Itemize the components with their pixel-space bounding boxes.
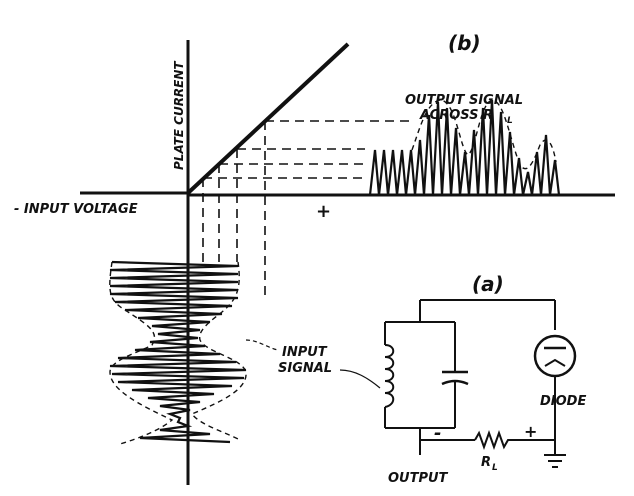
output-signal-envelope [411, 99, 557, 170]
plus-terminal-label: + [524, 422, 537, 441]
rl-label-sub: L [492, 463, 498, 473]
detector-circuit: (a) DIODE - + R L [339, 272, 586, 486]
input-signal-label-line1: INPUT [282, 345, 328, 360]
diode-label: DIODE [540, 394, 586, 409]
plus-axis-label: + [316, 201, 331, 222]
projection-lines [202, 120, 412, 300]
input-signal-waveform [109, 260, 247, 444]
input-signal: INPUT SIGNAL [109, 260, 332, 445]
load-resistor [474, 430, 555, 450]
output-signal-label-sub: L [507, 116, 513, 126]
output-signal-label-line2: ACROSS R [419, 108, 493, 123]
minus-terminal-label: - [434, 423, 441, 444]
output-signal: OUTPUT SIGNAL ACROSS R L [368, 93, 561, 196]
tank-coil [384, 344, 395, 408]
output-label: OUTPUT [388, 471, 449, 486]
output-signal-label-line1: OUTPUT SIGNAL [405, 93, 523, 108]
rl-label: R [481, 455, 491, 470]
plate-current-label: PLATE CURRENT [172, 61, 186, 170]
input-signal-leader [245, 339, 279, 351]
part-b-label: (b) [448, 31, 481, 55]
tank-capacitor-bottom [441, 379, 469, 386]
characteristic-line [186, 42, 350, 195]
ground-icon [544, 440, 566, 468]
diode-tube [533, 334, 577, 378]
part-a-label: (a) [472, 272, 504, 296]
characteristic-graph: (b) PLATE CURRENT - INPUT VOLTAGE + [14, 31, 615, 485]
input-voltage-label: - INPUT VOLTAGE [14, 202, 138, 217]
input-signal-envelope-left [109, 261, 174, 445]
input-signal-label-line2: SIGNAL [278, 361, 332, 376]
input-signal-coil-leader [339, 369, 381, 389]
